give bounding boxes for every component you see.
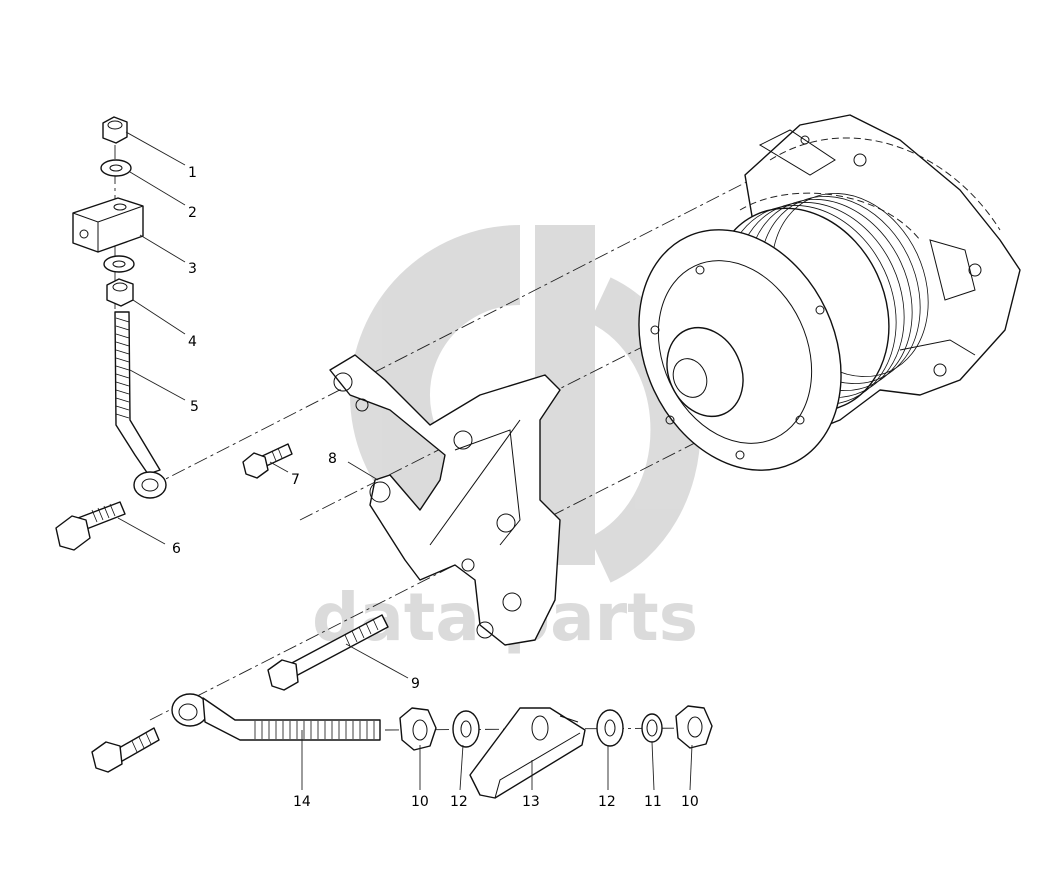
callout-12-right: 12 (598, 794, 616, 810)
callout-14: 14 (293, 794, 311, 810)
washer-part-2 (100, 159, 132, 177)
nut-part-10-right (675, 705, 713, 749)
leader-lines (117, 131, 693, 791)
callout-7: 7 (291, 472, 300, 488)
washer-part-12-right (596, 709, 624, 747)
spacer-part-13 (469, 707, 586, 799)
callout-12-left: 12 (450, 794, 468, 810)
callout-3: 3 (188, 261, 197, 277)
water-pump-assembly (638, 114, 1021, 471)
lower-rod-part-14 (171, 693, 381, 741)
nut-part-1 (102, 116, 128, 144)
nut-part-4 (106, 278, 134, 307)
nut-part-10-left (399, 707, 437, 751)
bolt-part-6 (55, 501, 126, 551)
bracket-part-8 (329, 354, 561, 646)
rod-threads (115, 317, 130, 419)
bolt-lower-left (91, 727, 160, 773)
washer-part-12-left (452, 710, 480, 748)
washer-under-block (103, 255, 135, 273)
callout-9: 9 (411, 676, 420, 692)
callout-4: 4 (188, 334, 197, 350)
callout-2: 2 (188, 205, 197, 221)
bolt-part-7 (242, 443, 293, 479)
lower-rod-threads (254, 721, 375, 739)
long-bolt-part-9 (267, 614, 389, 691)
callout-labels: 1 2 3 4 5 6 7 8 9 14 10 12 13 12 11 10 (172, 165, 699, 810)
callout-5: 5 (190, 399, 199, 415)
callout-8: 8 (328, 451, 337, 467)
callout-13: 13 (522, 794, 540, 810)
callout-1: 1 (188, 165, 197, 181)
callout-10-right: 10 (681, 794, 699, 810)
block-part-3 (72, 197, 144, 253)
callout-11: 11 (644, 794, 662, 810)
callout-10-left: 10 (411, 794, 429, 810)
adjusting-rod-part-5 (114, 311, 167, 499)
callout-6: 6 (172, 541, 181, 557)
lock-washer-part-11 (641, 713, 663, 743)
